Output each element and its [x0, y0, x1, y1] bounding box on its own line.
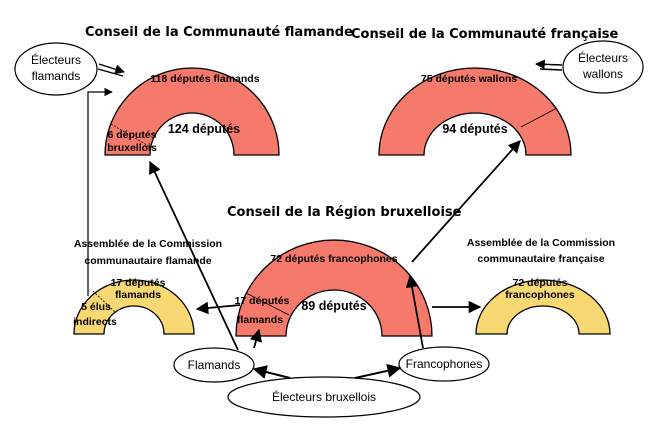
flemish-commission-deputies-1: 17 députés	[111, 277, 166, 289]
brussels-council-flemish-label-2: flamands	[237, 314, 283, 326]
flemish-commission-divider	[92, 290, 117, 314]
arrow-walloon-voters-to-council-2	[539, 68, 563, 71]
francophones-label: Francophones	[406, 357, 483, 371]
walloon-voters-label-2: wallons	[582, 67, 623, 81]
arrow-flamands-to-flemish-council	[149, 160, 239, 351]
brussels-council-arch	[235, 239, 433, 337]
brussels-council-title: Conseil de la Région bruxelloise	[227, 205, 462, 220]
brussels-council-divider	[245, 292, 290, 316]
flemish-commission-title-1: Assemblée de la Commission	[74, 238, 222, 250]
brussels-council-francophone-label: 72 députés francophones	[270, 253, 397, 265]
arrow-flemish-voters-to-council	[98, 63, 125, 74]
arrow-brussels-council-to-french-council	[411, 140, 521, 263]
flemish-council-main-label: 118 députés flamands	[150, 73, 259, 85]
french-council-divider	[520, 107, 558, 128]
walloon-voters-label-1: Électeurs	[578, 50, 628, 65]
flemish-commission-indirect-1: 5 élus	[81, 301, 111, 313]
brussels-council-flemish-label-1: 17 députés	[235, 295, 290, 307]
arrow-brussels-voters-to-francophones	[354, 363, 402, 379]
arrow-brussels-voters-to-flamands	[252, 365, 291, 379]
flamands-ellipse	[173, 347, 255, 383]
brussels-voters-label: Électeurs bruxellois	[272, 389, 376, 404]
french-commission-title-2: communautaire française	[477, 253, 604, 265]
flemish-commission-title-2: communautaire flamande	[84, 255, 211, 267]
brussels-voters-ellipse	[227, 376, 421, 418]
flemish-council-brussels-label-2: bruxellois	[107, 142, 157, 154]
arrow-flemish-voters-to-council-2	[97, 68, 124, 77]
flemish-commission-deputies-2: flamands	[115, 289, 161, 301]
flemish-council-total: 124 députés	[168, 122, 240, 136]
flemish-voters-label-2: flamands	[32, 69, 81, 83]
arrow-walloon-voters-to-council	[535, 59, 563, 70]
flemish-council-divider	[110, 123, 151, 148]
french-council-arch	[378, 67, 572, 156]
french-commission-arch	[475, 279, 611, 335]
flemish-council-brussels-label-1: 6 députés	[107, 129, 156, 141]
flamands-label: Flamands	[188, 358, 241, 372]
flemish-commission-indirect-2: indirects	[73, 316, 117, 328]
brussels-council-total: 89 députés	[301, 299, 366, 313]
flemish-commission-arch	[73, 279, 195, 335]
french-council-main-label: 75 députés wallons	[421, 73, 517, 85]
arrow-francophones-to-brussels-council	[405, 274, 424, 349]
flemish-council-arch	[104, 67, 280, 156]
french-council-title: Conseil de la Communauté française	[351, 27, 619, 42]
french-commission-title-1: Assemblée de la Commission	[467, 237, 615, 249]
french-commission-deputies-1: 72 députés	[513, 277, 568, 289]
arrow-flamands-to-brussels-council	[249, 328, 263, 349]
flemish-council-title: Conseil de la Communauté flamande	[85, 25, 353, 40]
arrow-indirect-to-flemish-council	[87, 87, 113, 296]
flemish-voters-ellipse	[14, 42, 98, 96]
walloon-voters-ellipse	[562, 40, 644, 94]
flemish-voters-label-1: Électeurs	[31, 52, 81, 67]
arrow-brussels-council-to-flemish-commission	[195, 301, 241, 315]
french-commission-deputies-2: francophones	[505, 289, 575, 301]
french-council-total: 94 députés	[442, 122, 507, 136]
